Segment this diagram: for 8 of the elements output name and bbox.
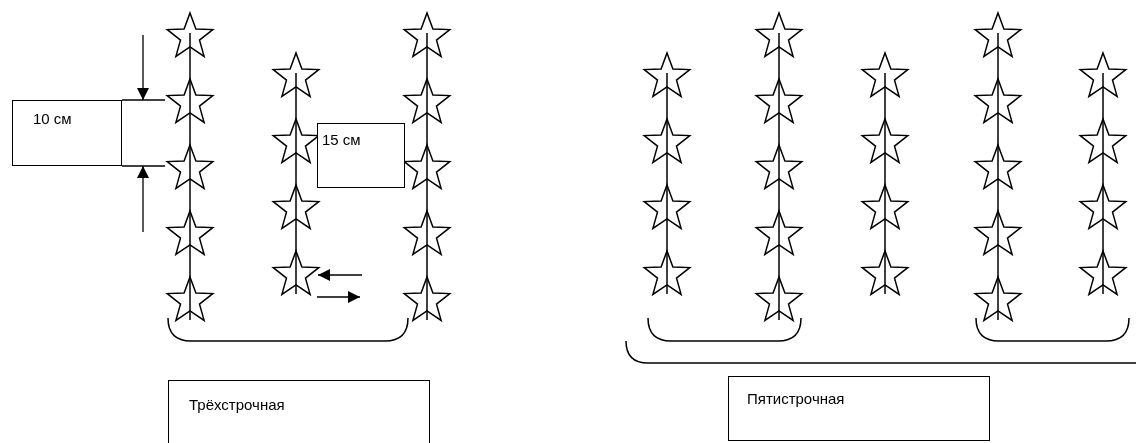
box-label: 15 см	[322, 130, 361, 150]
box-label: Трёхстрочная	[189, 395, 285, 415]
label-box	[317, 123, 405, 188]
box-label: Пятистрочная	[747, 389, 845, 409]
label-box	[728, 376, 990, 441]
box-label: 10 см	[33, 109, 72, 129]
label-box	[168, 380, 430, 443]
label-box	[12, 100, 122, 166]
